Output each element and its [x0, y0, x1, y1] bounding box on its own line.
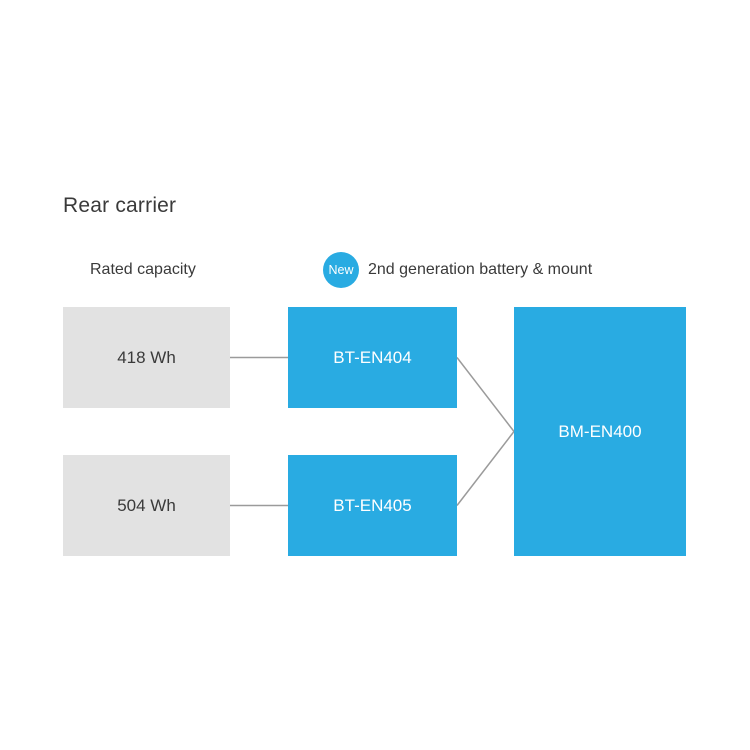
battery-box-bt-en404: BT-EN404 — [288, 307, 457, 408]
rated-capacity-label: Rated capacity — [90, 261, 196, 278]
mount-box-bm-en400: BM-EN400 — [514, 307, 686, 556]
page-title: Rear carrier — [63, 194, 177, 217]
legend-row: Rated capacity New 2nd generation batter… — [0, 252, 750, 288]
battery-box-bt-en405: BT-EN405 — [288, 455, 457, 556]
generation-text: 2nd generation battery & mount — [368, 261, 593, 278]
capacity-box-504wh: 504 Wh — [63, 455, 230, 556]
new-badge: New — [323, 252, 359, 288]
capacity-box-418wh: 418 Wh — [63, 307, 230, 408]
